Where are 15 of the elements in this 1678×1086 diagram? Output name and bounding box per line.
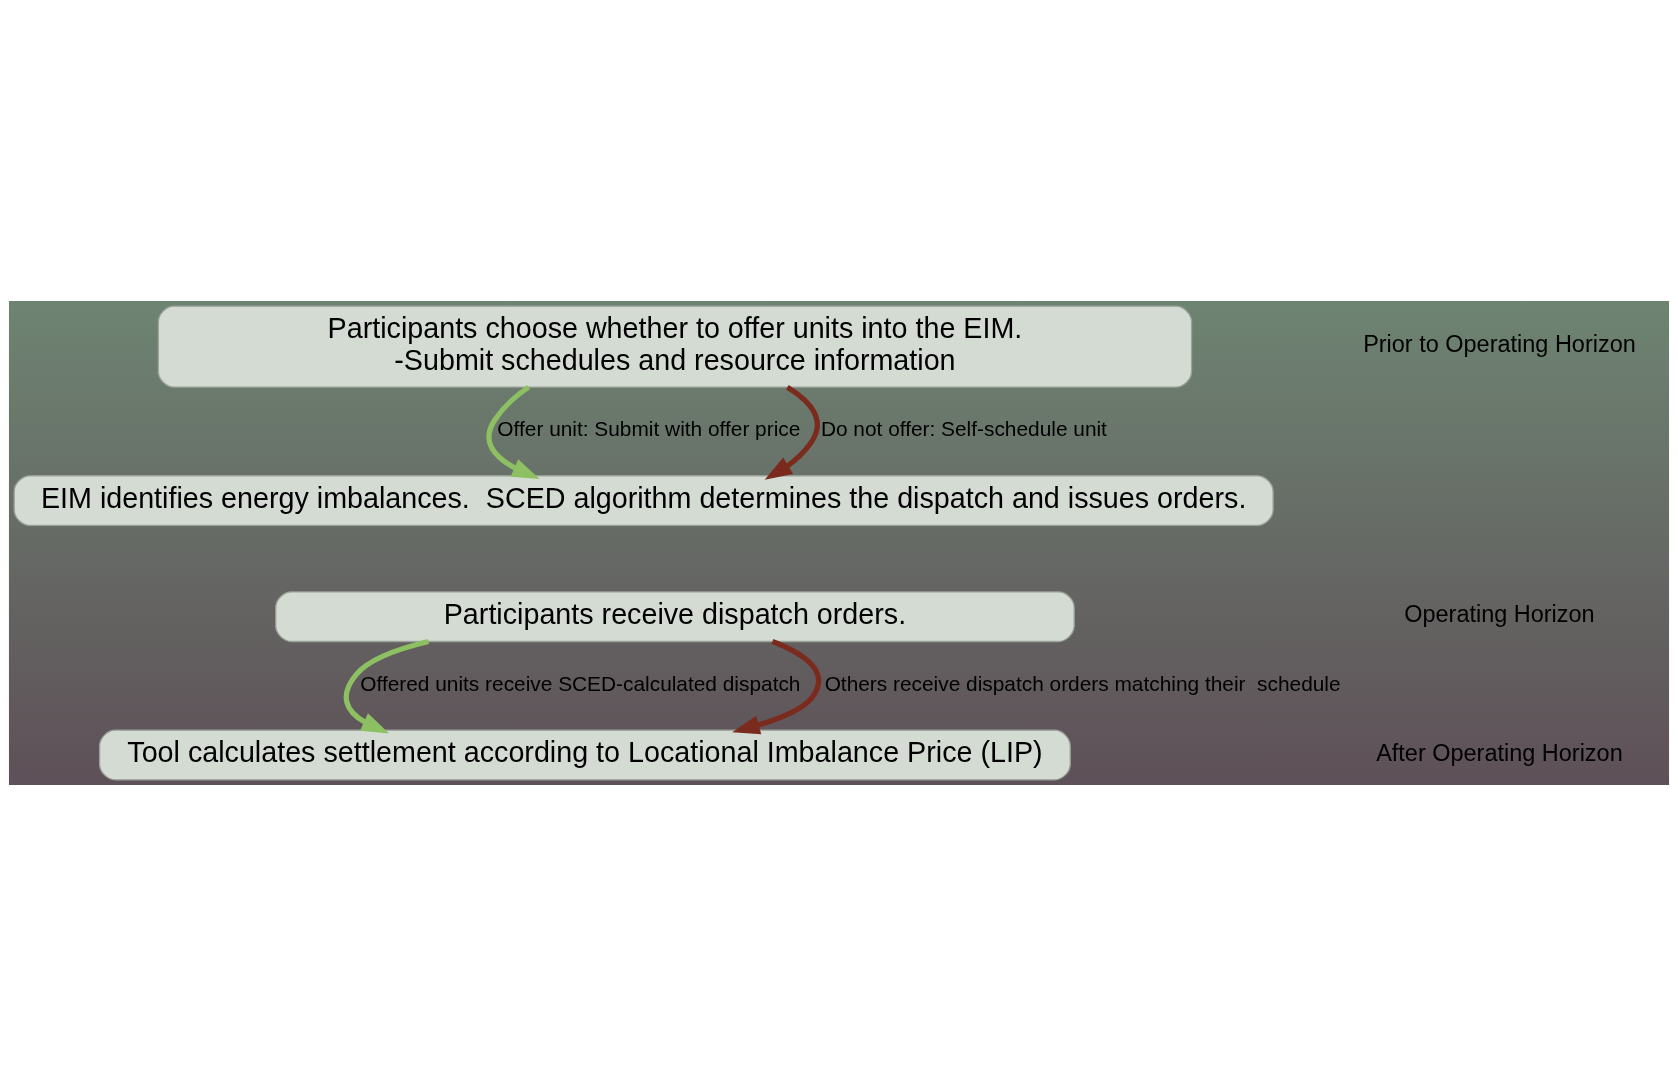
edge-label: Others receive dispatch orders matching their schedule [824, 671, 1341, 695]
edge-label: Offered units receive SCED-calculated dispatch [360, 671, 801, 695]
label: After Operating Horizon [1376, 739, 1623, 766]
arrow [343, 638, 430, 734]
edge-label: Offer unit: Submit with offer price [497, 417, 801, 441]
label: Prior to Operating Horizon [1363, 331, 1636, 358]
node-box: Tool calculates settlement according to Locational Imbalance Price (LIP) [98, 729, 1071, 781]
arrow [764, 385, 820, 480]
node-box: EIM identifies energy imbalances. SCED algorithm determines the dispatch and issues orders. [13, 475, 1274, 527]
label: Operating Horizon [1404, 601, 1595, 628]
edge-label: Do not offer: Self-schedule unit [820, 417, 1107, 441]
arrow [486, 385, 540, 479]
node-box: Participants receive dispatch orders. [275, 591, 1075, 643]
arrow [732, 639, 822, 735]
node-box: Participants choose whether to offer units into the EIM. -Submit schedules and resource information [157, 305, 1193, 388]
